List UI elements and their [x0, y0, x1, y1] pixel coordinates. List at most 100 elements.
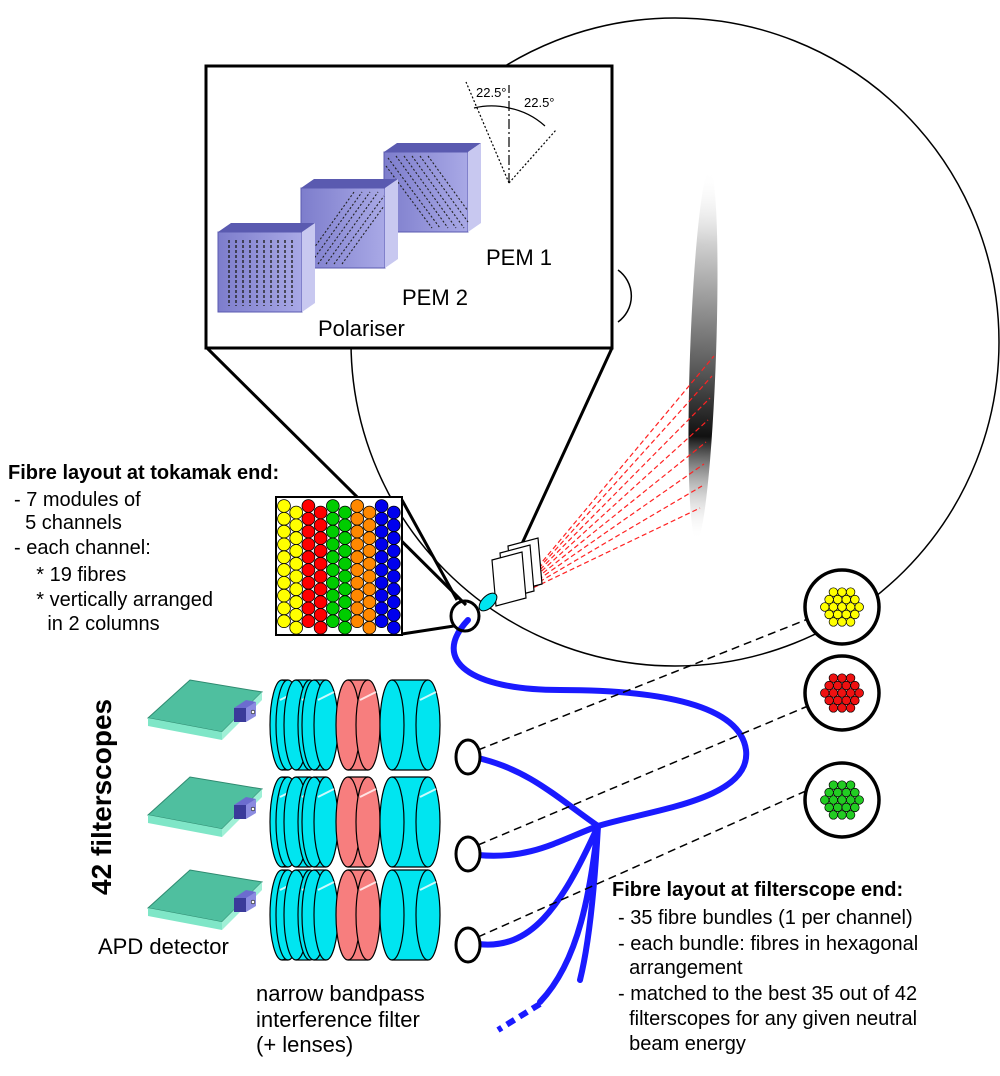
bundle-fibre-dot — [828, 810, 839, 820]
fibre-dot — [277, 575, 291, 590]
bundle-fibre-dot — [854, 688, 864, 698]
fibre-dot — [277, 601, 291, 616]
filter-label-line: narrow bandpass — [256, 981, 425, 1006]
polariser-label: Polariser — [318, 316, 405, 341]
bundle-fibre-dot — [850, 609, 860, 620]
neutral-beam — [688, 170, 718, 540]
fibre-dot — [338, 595, 352, 609]
fibre-dot — [301, 601, 316, 616]
fibre-dot — [350, 524, 365, 539]
bundle-fibre-dot — [845, 673, 856, 683]
fibre-dot — [386, 569, 401, 584]
grid-zoom-line — [400, 499, 459, 601]
filterscope-layout-line: filterscopes for any given neutral — [618, 1008, 918, 1030]
pem2-plate — [300, 179, 398, 269]
fibre-dot — [301, 588, 316, 603]
fibre-dot — [362, 531, 377, 545]
fibre-dot — [277, 563, 291, 577]
fibre-dot — [301, 524, 316, 539]
fibre-dot — [338, 505, 352, 520]
fibre-dot — [350, 563, 365, 577]
collection-lens — [478, 592, 498, 612]
interference-filter — [335, 776, 381, 868]
tokamak-layout-line: * 19 fibres — [14, 564, 127, 586]
fibre-dot — [338, 518, 352, 533]
small-optics-plates — [491, 537, 543, 607]
fibre-dot — [313, 620, 328, 635]
filterscope-row — [146, 869, 441, 961]
fibre-dot — [374, 511, 389, 526]
fibre-dot — [313, 531, 328, 545]
fibre-dot — [313, 569, 328, 584]
fibre-dot — [386, 582, 401, 597]
apd-chip-front — [234, 708, 246, 722]
filter-label-line: interference filter — [256, 1007, 420, 1032]
fibre-dot — [374, 563, 389, 577]
bundle-fibre-dot — [845, 810, 856, 820]
fibre-dot — [374, 524, 389, 539]
fibre-dot — [386, 620, 401, 635]
bundle-dashed-lines — [477, 618, 809, 938]
apd-board-edge — [148, 815, 222, 837]
fibre-dot — [301, 511, 316, 526]
fibre-bundle — [450, 617, 750, 1005]
interference-filter — [335, 679, 381, 771]
lens-element — [301, 679, 339, 771]
fibre-dot — [386, 595, 401, 609]
fibre-dot — [338, 582, 352, 597]
apd-chip-top — [234, 700, 256, 710]
apd-board-edge — [148, 718, 222, 740]
fibre-dot — [301, 537, 316, 552]
filter-label-line: (+ lenses) — [256, 1032, 354, 1057]
bundle-circle-red — [803, 654, 881, 732]
fibre-continuation — [496, 1001, 542, 1033]
fibre-dot — [338, 569, 352, 584]
lens-element — [379, 869, 441, 961]
apd-chip-front — [234, 898, 246, 912]
polariser-plate — [217, 223, 315, 313]
fibre-end-3 — [454, 926, 482, 964]
bundle-fibre-dot — [845, 587, 856, 597]
fibre-dot — [301, 614, 316, 628]
angle-label-left: 22.5° — [476, 85, 507, 100]
fibre-dot — [374, 601, 389, 616]
fibre-dot — [350, 601, 365, 616]
filterscopes-count-label: 42 filterscopes — [86, 698, 117, 895]
fibre-dot — [362, 518, 377, 533]
pem1-plate — [383, 143, 481, 233]
filterscope-layout-line: - 35 fibre bundles (1 per channel) — [618, 907, 913, 929]
fibre-dot — [362, 595, 377, 609]
fibre-dot — [374, 550, 389, 564]
interference-filter — [335, 869, 381, 961]
lens-element — [301, 869, 339, 961]
tokamak-layout-line: * vertically arranged — [14, 589, 213, 611]
fibre-dot — [289, 518, 304, 533]
apd-chip-front — [234, 805, 246, 819]
bundle-fibre-dot — [837, 810, 847, 820]
fibre-dot — [277, 511, 291, 526]
fibre-dot — [325, 563, 340, 577]
fibre-dot — [313, 544, 328, 558]
angle-indicator — [465, 81, 557, 184]
fibre-dot — [374, 614, 389, 628]
central-column — [617, 269, 633, 323]
bundle-fibre-dot — [837, 617, 847, 627]
tokamak-layout-line: in 2 columns — [14, 613, 160, 635]
fibre-dot — [362, 544, 377, 558]
fibre-dot — [301, 550, 316, 564]
inset-zoom-line — [205, 346, 468, 607]
fibre-dot — [386, 518, 401, 533]
angle-label-right: 22.5° — [524, 95, 555, 110]
fibre-dot — [350, 499, 365, 513]
filterscope-layout-line: beam energy — [618, 1033, 746, 1055]
fibre-dot — [325, 524, 340, 539]
fibre-dot — [277, 588, 291, 603]
lens-element — [301, 776, 339, 868]
filterscope-layout-title: Fibre layout at filterscope end: — [612, 879, 904, 901]
fibre-dot — [350, 537, 365, 552]
bundle-fibre-dot — [854, 795, 864, 805]
fibre-dot — [338, 556, 352, 571]
filterscope-layout-line: - matched to the best 35 out of 42 — [618, 983, 918, 1005]
fibre-dot — [374, 499, 389, 513]
bundle-fibre-dot — [850, 594, 860, 605]
